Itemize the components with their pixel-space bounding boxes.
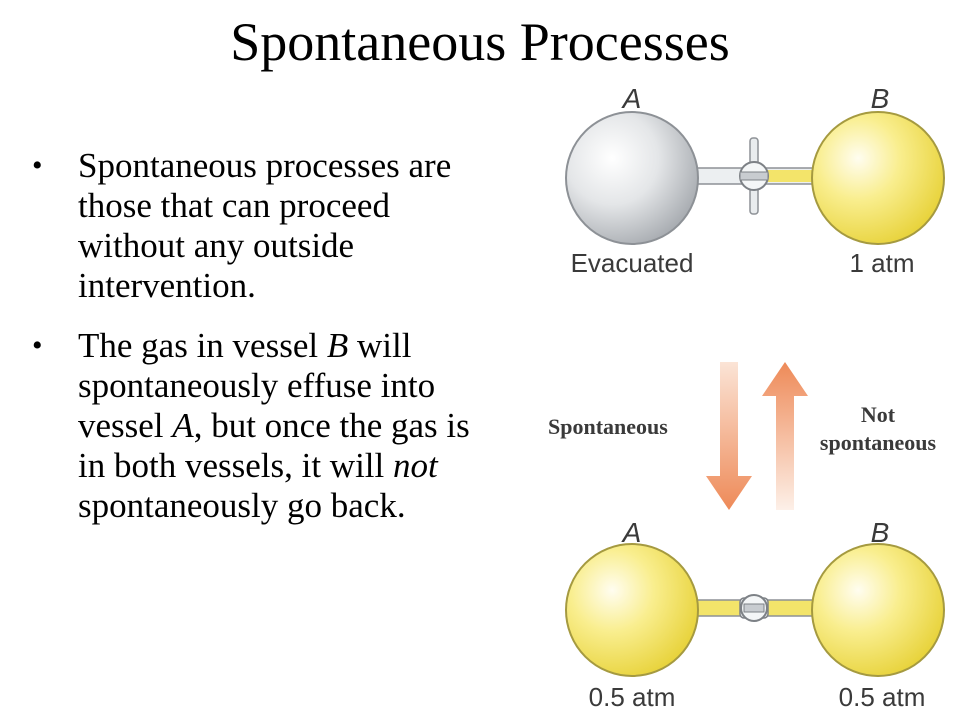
not-spontaneous-arrow-up <box>762 362 808 510</box>
bottom-apparatus: A B 0.5 atm 0.5 atm <box>565 517 945 712</box>
not-spontaneous-label-1: Not <box>861 402 896 427</box>
bottom-vessel-b-label: B <box>871 517 890 548</box>
tube-gas <box>758 170 820 182</box>
bullet-item: • Spontaneous processes are those that c… <box>32 146 502 306</box>
bottom-vessel-a-state: 0.5 atm <box>589 682 676 712</box>
bullet-icon: • <box>32 149 43 182</box>
slide-title: Spontaneous Processes <box>230 12 730 72</box>
top-vessel-a-label: A <box>621 83 642 114</box>
top-vessel-b-label: B <box>871 83 890 114</box>
effusion-figure: A B Evacuated 1 atm Spontaneous Not spon… <box>540 78 960 720</box>
evacuated-vessel <box>565 111 699 245</box>
bullet-list: • Spontaneous processes are those that c… <box>32 146 502 546</box>
top-vessel-b-state: 1 atm <box>849 248 914 278</box>
process-arrows: Spontaneous Not spontaneous <box>548 362 937 510</box>
bullet-icon: • <box>32 329 43 362</box>
bullet-text: The gas in vessel B will spontaneously e… <box>78 326 470 525</box>
gas-vessel <box>811 111 945 245</box>
bullet-text: Spontaneous processes are those that can… <box>78 146 452 305</box>
vessel-a-bottom <box>565 543 699 677</box>
bullet-item: • The gas in vessel B will spontaneously… <box>32 326 502 526</box>
spontaneous-arrow-down <box>706 362 752 510</box>
top-apparatus: A B Evacuated 1 atm <box>565 83 945 278</box>
bottom-vessel-b-state: 0.5 atm <box>839 682 926 712</box>
bottom-vessel-a-label: A <box>621 517 642 548</box>
spontaneous-label: Spontaneous <box>548 414 668 439</box>
top-vessel-a-state: Evacuated <box>571 248 694 278</box>
not-spontaneous-label-2: spontaneous <box>820 430 937 455</box>
vessel-b-bottom <box>811 543 945 677</box>
